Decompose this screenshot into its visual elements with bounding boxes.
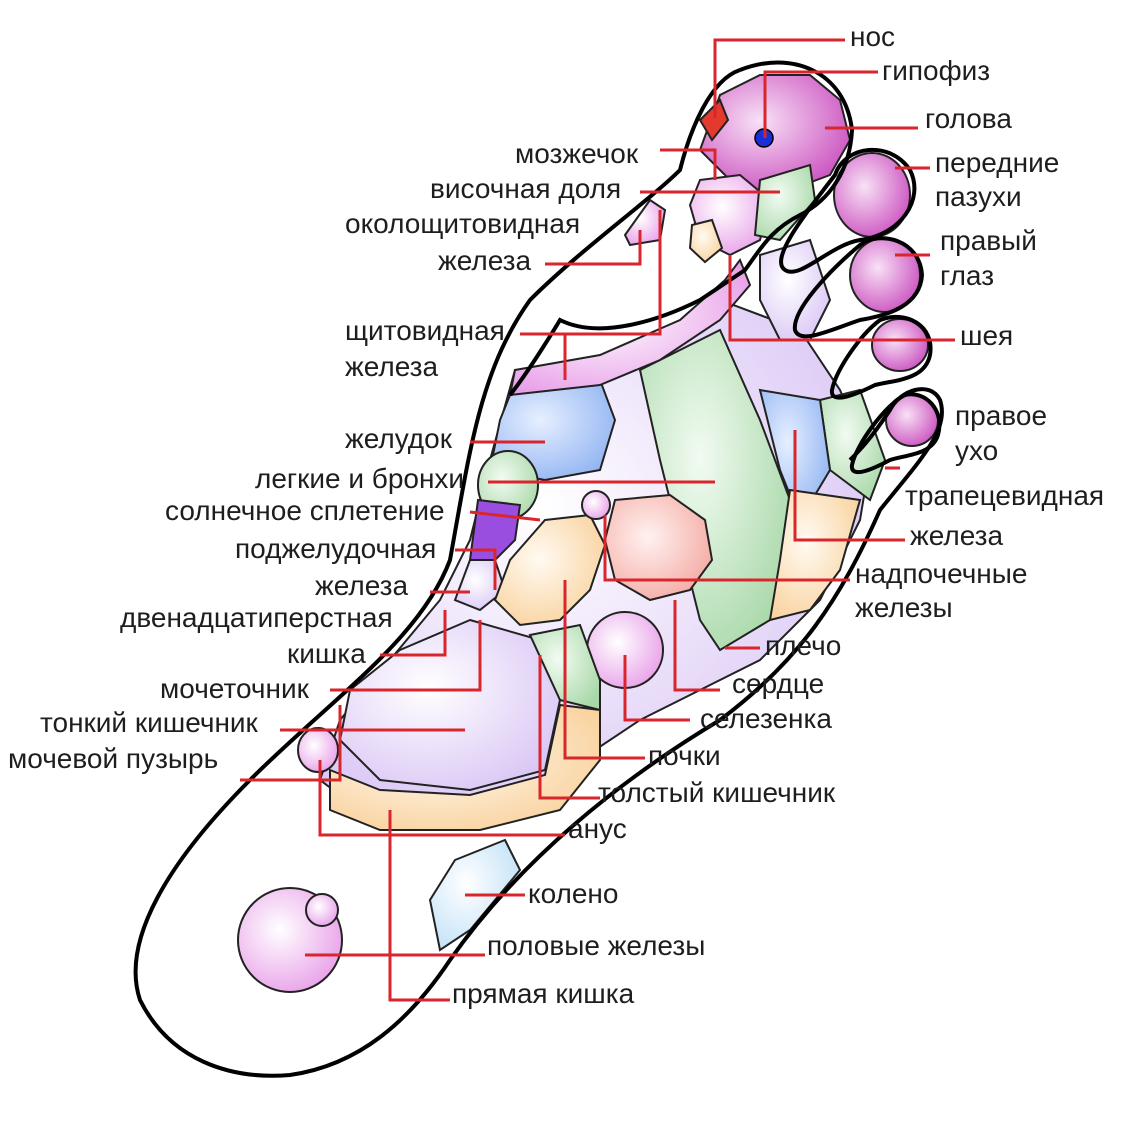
label-rectum: прямая кишка	[452, 978, 635, 1009]
label-temporal-lobe: височная доля	[430, 173, 621, 204]
cerebellum-zone	[623, 198, 667, 247]
label-gonads: половые железы	[487, 930, 705, 961]
label-small-intestine: тонкий кишечник	[40, 707, 259, 738]
label-spleen: селезенка	[700, 703, 832, 734]
label-pituitary: гипофиз	[882, 55, 990, 86]
adrenal-zone	[603, 493, 714, 602]
label-bladder: мочевой пузырь	[8, 743, 218, 774]
label-pancreas-1: поджелудочная	[235, 533, 436, 564]
label-shoulder: плечо	[765, 630, 841, 661]
labels: нос гипофиз голова мозжечок височная дол…	[8, 21, 1104, 1009]
label-adrenals-1: надпочечные	[855, 558, 1027, 589]
label-right-ear-1: правое	[955, 400, 1047, 431]
neck-green-zone	[753, 163, 817, 242]
small-intestine-zone	[338, 618, 562, 792]
label-head: голова	[925, 103, 1012, 134]
kidney-zone	[493, 513, 607, 627]
gonads-small-zone	[305, 893, 339, 927]
label-parathyroid-1: околощитовидная	[345, 208, 580, 239]
label-anus: анус	[568, 813, 627, 844]
label-frontal-sinuses-2: пазухи	[935, 181, 1022, 212]
label-stomach: желудок	[345, 423, 453, 454]
label-frontal-sinuses-1: передние	[935, 147, 1059, 178]
label-knee: колено	[528, 878, 618, 909]
big-toe-zone	[698, 74, 852, 191]
label-thyroid-2: железа	[345, 351, 439, 382]
label-duodenum-2: кишка	[287, 638, 366, 669]
thyroid-zone	[508, 257, 752, 397]
adrenal-dot	[581, 490, 611, 520]
label-right-ear-2: ухо	[955, 435, 998, 466]
parathyroid-zone	[688, 218, 724, 264]
label-neck: шея	[960, 320, 1013, 351]
trapezius-zone	[768, 488, 862, 622]
label-nose: нос	[850, 21, 895, 52]
nose-zone	[698, 98, 730, 142]
foot-outline	[133, 60, 944, 1078]
label-trapezius-1: трапецевидная	[905, 480, 1104, 511]
label-thyroid-1: щитовидная	[345, 315, 505, 346]
label-large-intestine: толстый кишечник	[598, 777, 836, 808]
bladder-zone	[297, 727, 339, 773]
leader-lines	[240, 38, 955, 1002]
label-lungs: легкие и бронхи	[255, 463, 464, 494]
label-ureter: мочеточник	[160, 673, 310, 704]
label-right-eye-2: глаз	[940, 260, 994, 291]
label-duodenum-1: двенадцатиперстная	[120, 602, 393, 633]
label-adrenals-2: железы	[855, 592, 953, 623]
label-parathyroid-2: железа	[438, 245, 532, 276]
colon-zone	[329, 703, 601, 831]
label-kidneys: почки	[648, 740, 721, 771]
label-solar-plexus: солнечное сплетение	[165, 495, 445, 526]
label-cerebellum: мозжечок	[515, 138, 639, 169]
label-trapezius-2: железа	[910, 520, 1004, 551]
label-pancreas-2: железа	[315, 570, 409, 601]
label-right-eye-1: правый	[940, 225, 1037, 256]
label-heart: сердце	[732, 668, 824, 699]
